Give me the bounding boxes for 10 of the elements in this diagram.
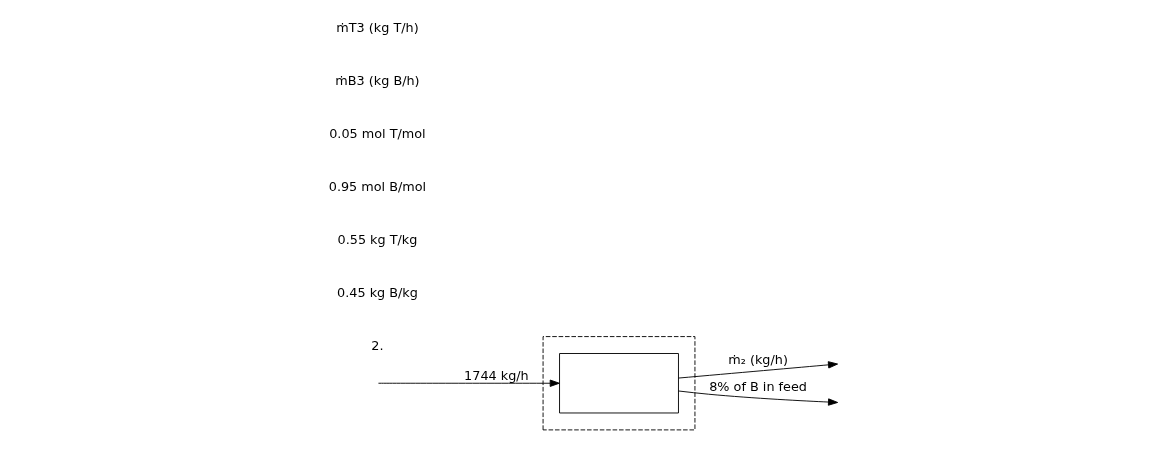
label: 2.	[370, 338, 384, 354]
edge-label: 1744 kg/h	[463, 367, 529, 383]
label: 0.95 mol B/mol	[328, 178, 426, 194]
edge-label: ṁ₂ (kg/h)	[727, 352, 788, 368]
edge-label: 8% of B in feed	[708, 378, 807, 394]
label: ṁB3 (kg B/h)	[334, 72, 420, 88]
label: 0.45 kg B/kg	[336, 284, 418, 300]
label: ṁT3 (kg T/h)	[335, 19, 419, 35]
label: 0.05 mol T/mol	[328, 125, 426, 141]
label: 0.55 kg T/kg	[337, 231, 417, 247]
